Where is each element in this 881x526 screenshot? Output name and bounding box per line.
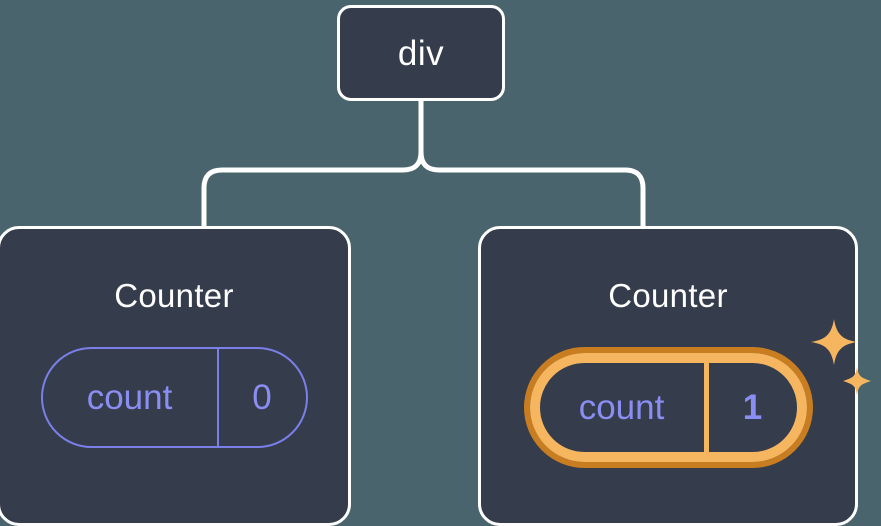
node-div-label: div bbox=[397, 33, 445, 73]
counter-card-right[interactable]: Counter count 1 bbox=[478, 226, 871, 526]
counter-title-left: Counter bbox=[114, 277, 234, 314]
state-pill-wrapper-right: count 1 bbox=[523, 319, 871, 468]
sparkle-large-icon bbox=[810, 319, 857, 365]
state-value-left: 0 bbox=[216, 349, 306, 446]
state-pill-wrapper-left: count 0 bbox=[40, 347, 308, 448]
state-key-left: count bbox=[86, 378, 173, 417]
node-div[interactable]: div bbox=[337, 5, 505, 101]
connector-branch-right bbox=[418, 149, 646, 229]
counter-card-left[interactable]: Counter count 0 bbox=[0, 226, 351, 526]
state-key-right: count bbox=[578, 388, 665, 427]
diagram-canvas: div Counter count 0 Counter count 1 bbox=[0, 5, 871, 526]
connector-branch-left bbox=[201, 149, 424, 229]
counter-title-right: Counter bbox=[608, 277, 728, 314]
sparkle-small-icon bbox=[842, 367, 871, 395]
state-value-right: 1 bbox=[703, 363, 797, 452]
state-pill-left[interactable]: count 0 bbox=[40, 347, 308, 448]
highlight-ring: count 1 bbox=[529, 353, 807, 462]
state-pill-right-highlighted[interactable]: count 1 bbox=[523, 347, 813, 468]
